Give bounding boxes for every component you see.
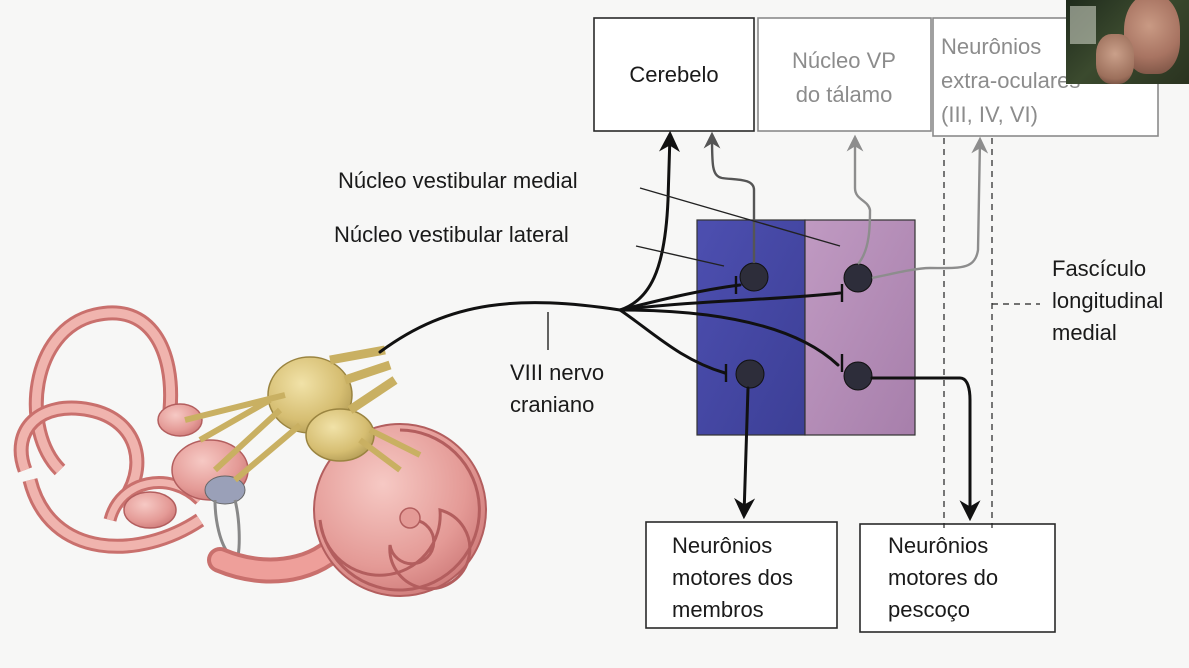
vestibular-nuclei-block [696, 219, 916, 436]
vp-thalamus-label-line2: do tálamo [796, 82, 893, 107]
neck-motor-box [859, 523, 1056, 633]
extraocular-label-line3: (III, IV, VI) [941, 102, 1038, 127]
limb-motor-label-line3: membros [672, 597, 764, 622]
limb-motor-label-line2: motores dos [672, 565, 793, 590]
neck-motor-label-line2: motores do [888, 565, 998, 590]
lateral-nucleus-region [696, 219, 806, 436]
vp-thalamus-box [757, 17, 932, 132]
mlf-label-line2: longitudinal [1052, 288, 1163, 313]
mlf-label-line3: medial [1052, 320, 1117, 345]
cerebelo-box [593, 17, 755, 132]
extraocular-label-line2: extra-oculares [941, 68, 1080, 93]
presenter-hand [1096, 34, 1134, 84]
mlf-label-line1: Fascículo [1052, 256, 1146, 281]
neuron-medial-upper [843, 263, 873, 293]
vp-thalamus-label-line1: Núcleo VP [792, 48, 896, 73]
viii-nerve-label-line1: VIII nervo [510, 360, 604, 385]
limb-motor-box [645, 521, 838, 629]
webcam-background-screen [1070, 6, 1096, 44]
viii-nerve-label-line2: craniano [510, 392, 594, 417]
medial-nucleus-label: Núcleo vestibular medial [338, 168, 578, 193]
viii-nerve [378, 301, 622, 354]
medial-nucleus-region [804, 219, 916, 436]
neck-motor-label-line3: pescoço [888, 597, 970, 622]
neuron-lateral-upper [739, 262, 769, 292]
inner-ear-illustration [13, 305, 487, 597]
neuron-lateral-lower [735, 359, 765, 389]
lateral-nucleus-label: Núcleo vestibular lateral [334, 222, 569, 247]
presenter-webcam-overlay [1066, 0, 1189, 84]
neuron-medial-lower [843, 361, 873, 391]
neck-motor-label-line1: Neurônios [888, 533, 988, 558]
limb-motor-label-line1: Neurônios [672, 533, 772, 558]
cerebelo-label: Cerebelo [629, 62, 718, 87]
extraocular-label-line1: Neurônios [941, 34, 1041, 59]
